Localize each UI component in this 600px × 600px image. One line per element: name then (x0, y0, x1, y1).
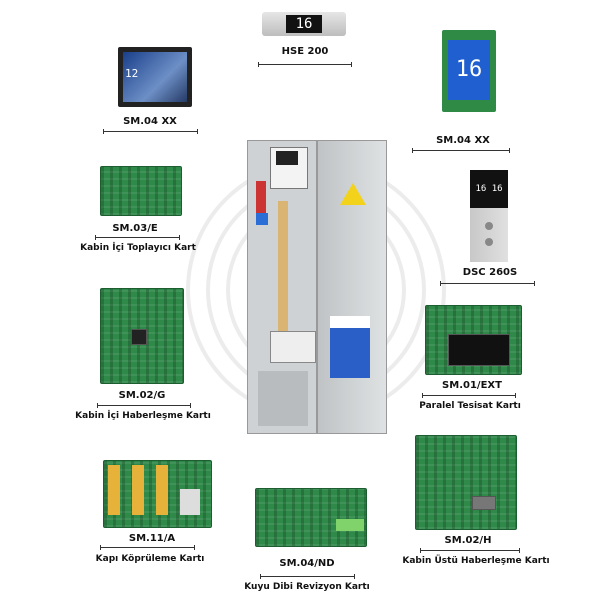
divider (95, 235, 180, 240)
floor-number: 12 (125, 67, 139, 80)
divider (258, 62, 352, 67)
product-code: SM.04/ND (279, 558, 335, 569)
product-code: SM.04 XX (436, 135, 490, 146)
hse200-display-image: 16 (262, 12, 346, 36)
call-button (485, 222, 493, 230)
warning-sign-icon (340, 183, 366, 205)
divider (100, 545, 195, 550)
dsc260s-panel-image: 16 16 (470, 170, 508, 262)
product-code: SM.02/H (444, 535, 492, 546)
product-code: DSC 260S (462, 267, 518, 278)
divider (103, 129, 198, 134)
sm03e-board-image (100, 166, 182, 216)
call-button (485, 238, 493, 246)
product-description: Kabin Üstü Haberleşme Kartı (402, 556, 550, 566)
product-description: Kuyu Dibi Revizyon Kartı (244, 582, 370, 592)
sm02g-board-image (100, 288, 184, 384)
sm01ext-board-image (425, 305, 522, 375)
control-cabinet-image (247, 140, 387, 437)
product-code: SM.11/A (128, 533, 176, 544)
product-code: SM.03/E (112, 223, 158, 234)
divider (422, 393, 516, 398)
sm04xx-lcd-image: 12 (118, 47, 192, 107)
product-code: HSE 200 (281, 46, 329, 57)
sm02h-board-image (415, 435, 517, 530)
floor-number: 16 (448, 40, 490, 100)
floor-number: 16 (295, 16, 313, 32)
product-code: SM.02/G (118, 390, 166, 401)
sm04xx-board-image: 16 (442, 30, 496, 112)
product-description: Paralel Tesisat Kartı (419, 401, 521, 411)
product-description: Kabin İçi Haberleşme Kartı (75, 411, 211, 421)
sm04nd-board-image (255, 488, 367, 547)
product-description: Kabin İçi Toplayıcı Kart (80, 243, 196, 253)
divider (412, 148, 510, 153)
floor-number: 16 16 (470, 170, 508, 208)
divider (420, 548, 520, 553)
divider (260, 574, 355, 579)
sm11a-board-image (103, 460, 212, 528)
product-code: SM.01/EXT (442, 380, 502, 391)
divider (440, 281, 535, 286)
product-description: Kapı Köprüleme Kartı (95, 554, 205, 564)
divider (97, 403, 191, 408)
product-code: SM.04 XX (123, 116, 177, 127)
